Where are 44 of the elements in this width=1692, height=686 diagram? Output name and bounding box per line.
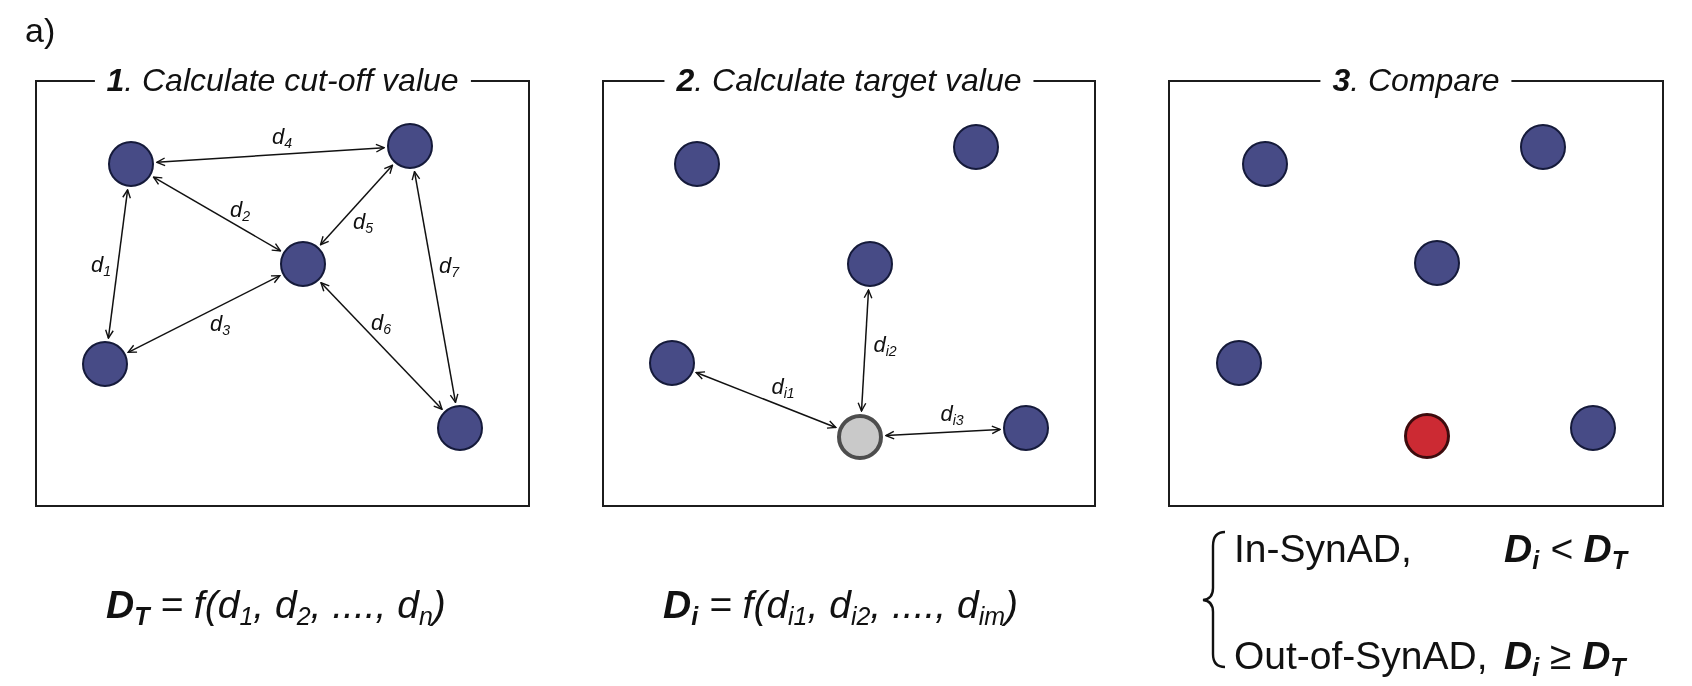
panel-letter: a) — [25, 9, 56, 51]
double-headed-arrow — [156, 143, 385, 167]
data-point — [1216, 340, 1262, 386]
data-point — [674, 141, 720, 187]
data-point — [1414, 240, 1460, 286]
case-label: Out-of-SynAD, — [1234, 632, 1488, 679]
distance-label: d$_{3}$ — [209, 312, 231, 336]
data-point — [82, 341, 128, 387]
double-headed-arrow — [104, 189, 132, 339]
double-headed-arrow — [411, 170, 459, 404]
data-point — [847, 241, 893, 287]
distance-label: d$_{6}$ — [370, 311, 392, 335]
double-headed-arrow — [127, 274, 281, 354]
data-point — [387, 123, 433, 169]
data-point — [1242, 141, 1288, 187]
data-point — [649, 340, 695, 386]
double-headed-arrow — [152, 176, 282, 252]
distance-label: d$_{7}$ — [438, 254, 460, 278]
condition-formula: D$_{i}$ ≥ D$_{T}$ — [1504, 632, 1626, 679]
formula: D$_{T}$ = f(d$_{1}$, d$_{2}$, ...., d$_{n}$) — [106, 581, 446, 628]
distance-label: d$_{i1}$ — [771, 375, 795, 399]
data-point — [280, 241, 326, 287]
distance-label: d$_{1}$ — [90, 253, 112, 277]
data-point — [953, 124, 999, 170]
distance-label: d$_{2}$ — [229, 198, 251, 222]
double-headed-arrow — [319, 164, 394, 246]
data-point — [1520, 124, 1566, 170]
double-headed-arrow — [320, 282, 443, 410]
distance-label: d$_{i3}$ — [940, 402, 964, 426]
data-point — [437, 405, 483, 451]
case-label: In-SynAD, — [1234, 525, 1412, 572]
double-headed-arrow — [885, 425, 1001, 440]
formula: D$_{i}$ = f(d$_{i1}$, d$_{i2}$, ...., d$_{im}$) — [663, 581, 1018, 628]
data-point — [1003, 405, 1049, 451]
target-point — [837, 414, 883, 460]
double-headed-arrow — [857, 289, 873, 412]
data-point — [108, 141, 154, 187]
distance-label: d$_{i2}$ — [873, 333, 897, 357]
double-headed-arrow — [695, 371, 837, 429]
distance-label: d$_{4}$ — [271, 125, 293, 149]
data-point — [1570, 405, 1616, 451]
condition-formula: D$_{i}$ < D$_{T}$ — [1504, 525, 1627, 572]
distance-label: d$_{5}$ — [352, 210, 374, 234]
flagged-point — [1404, 413, 1450, 459]
